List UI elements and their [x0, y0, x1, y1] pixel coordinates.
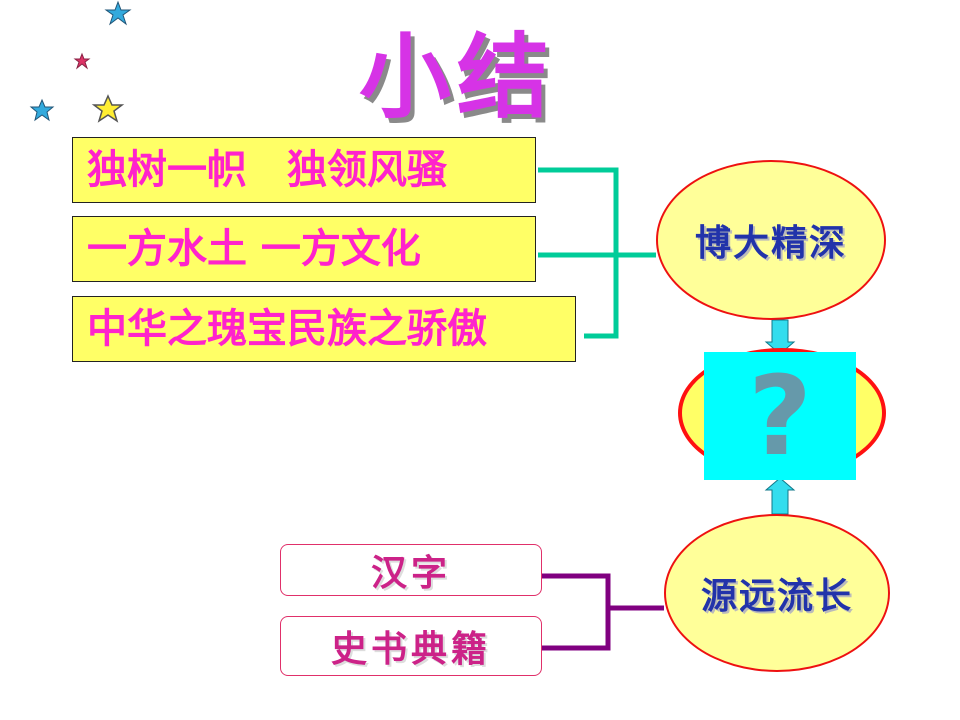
bottom-item-1-label: 汉字 — [370, 552, 451, 594]
bottom-item-2-label: 史书典籍 — [330, 628, 491, 670]
question-box: ? — [704, 352, 856, 480]
star-icon — [91, 94, 125, 123]
vertical-arrows — [764, 319, 796, 515]
star-icon — [73, 52, 91, 70]
left-item-2: 一方水土 一方文化 — [72, 216, 536, 282]
left-item-3: 中华之瑰宝民族之骄傲 — [72, 296, 576, 362]
left-item-1: 独树一帜 独领风骚 — [72, 137, 536, 203]
star-icon — [29, 98, 55, 122]
page-title: 小结 — [358, 24, 555, 131]
node-top: 博大精深 — [656, 160, 886, 320]
question-mark: ? — [748, 352, 812, 480]
bottom-item-1: 汉字 — [280, 544, 542, 596]
purple-bracket — [542, 573, 664, 651]
node-bottom-label: 源远流长 — [700, 575, 853, 617]
bottom-item-2: 史书典籍 — [280, 616, 542, 676]
arrow-up-icon — [764, 477, 796, 515]
star-icon — [104, 0, 132, 26]
node-bottom: 源远流长 — [664, 514, 890, 672]
teal-bracket — [538, 167, 656, 339]
node-top-label: 博大精深 — [694, 222, 847, 264]
